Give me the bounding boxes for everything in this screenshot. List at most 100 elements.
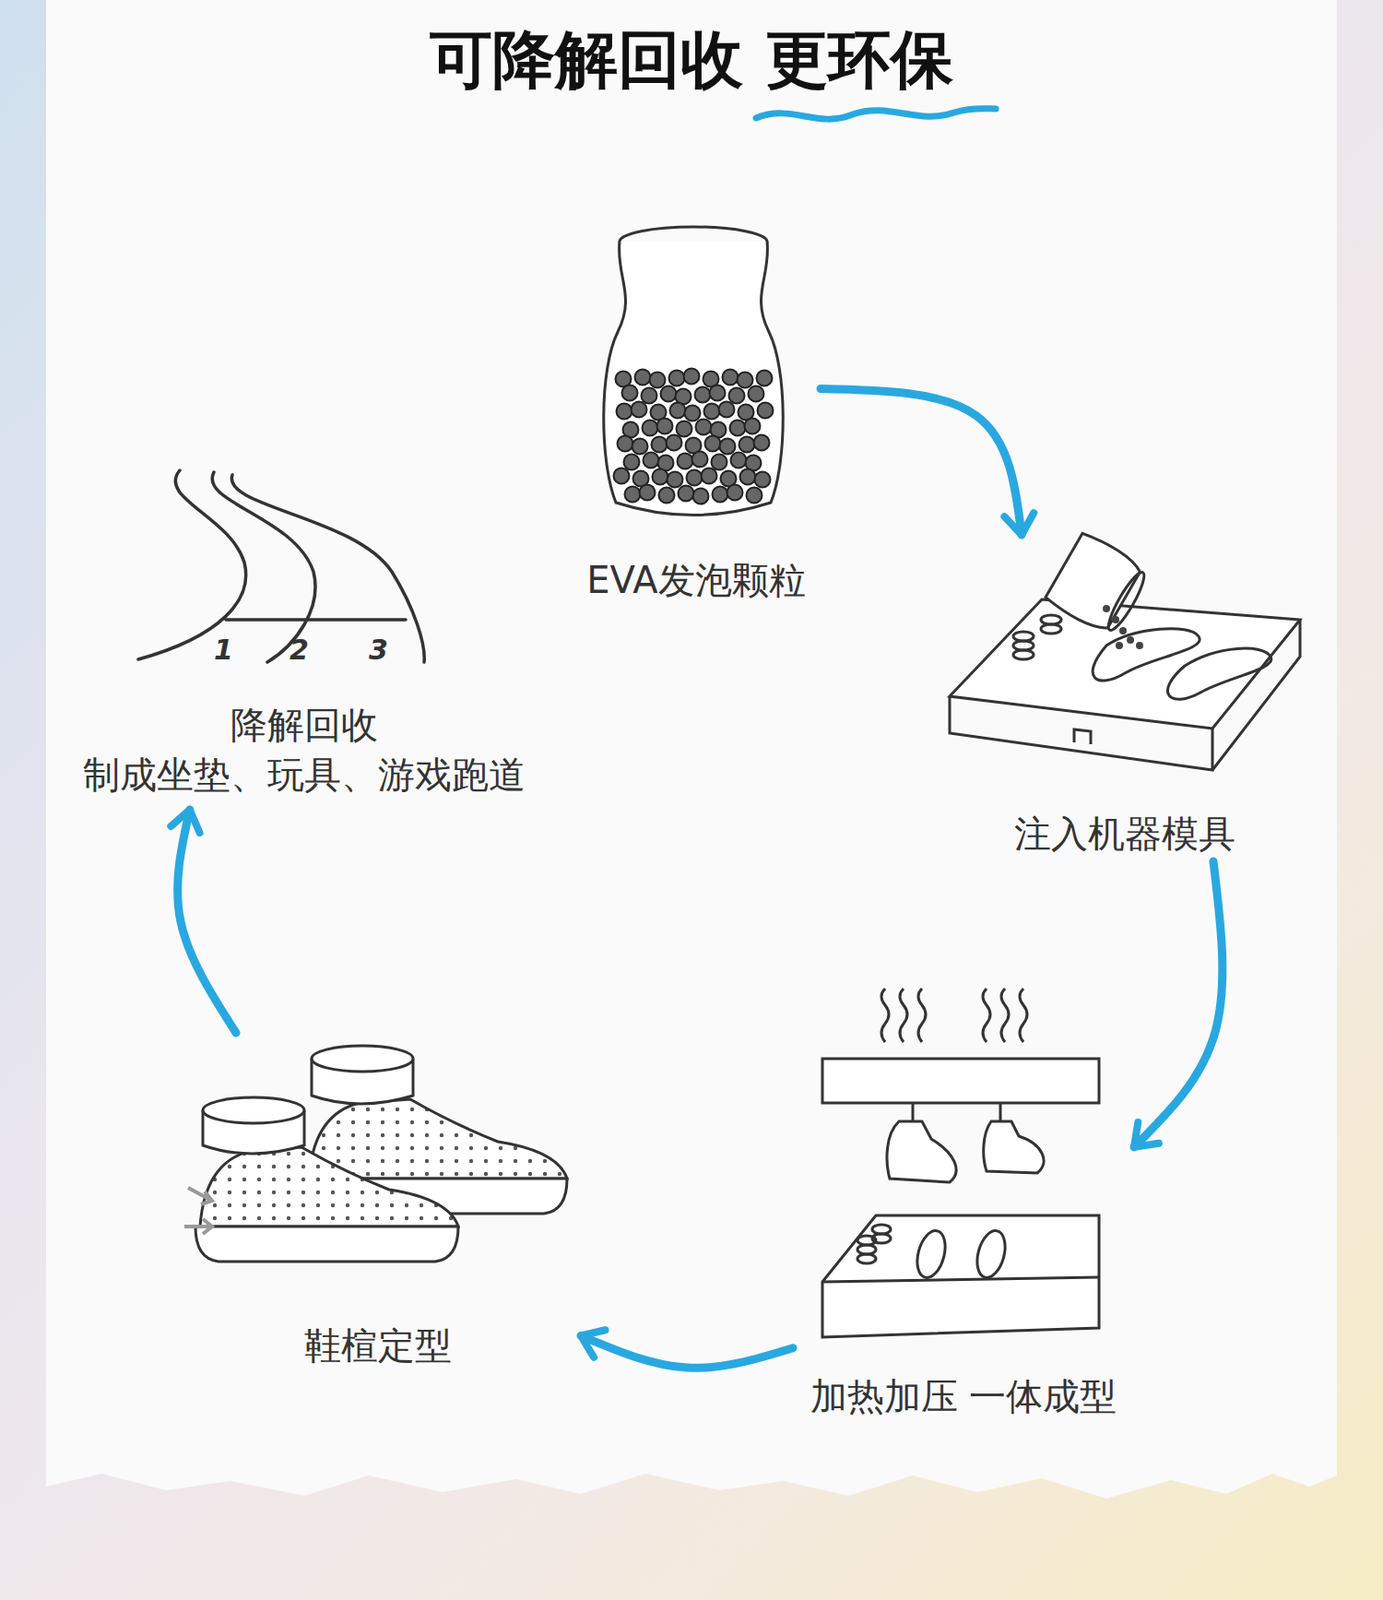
mold-icon-part bbox=[1074, 729, 1091, 745]
heat-press-icon-part bbox=[822, 1058, 1100, 1103]
jar-icon-part-part bbox=[722, 369, 739, 386]
jar-icon-part-part bbox=[709, 385, 726, 402]
jar-icon-part bbox=[603, 241, 784, 516]
paper-card-part bbox=[46, 0, 1337, 1499]
jar-icon-part-part bbox=[755, 472, 771, 488]
jar-icon-part-part bbox=[739, 437, 756, 453]
jar-icon-part-part bbox=[685, 405, 701, 422]
flow-arrow bbox=[1134, 861, 1223, 1147]
jar-icon-part-part bbox=[705, 436, 722, 452]
jar-icon-part-part bbox=[657, 418, 674, 435]
jar-icon-part-part bbox=[635, 369, 651, 386]
heat-press-icon-part bbox=[982, 988, 991, 1042]
mold-icon-part-part bbox=[1102, 604, 1111, 613]
jar-icon-part-part bbox=[616, 403, 633, 420]
mold-icon-part bbox=[1040, 624, 1062, 634]
jar-icon-part-part bbox=[677, 453, 694, 470]
jar-icon-part-part bbox=[643, 452, 660, 469]
jar-icon-part-part bbox=[695, 387, 711, 403]
track-icon-part bbox=[231, 474, 425, 662]
jar-icon-part-part bbox=[651, 437, 668, 453]
jar-icon-part-part bbox=[754, 435, 770, 451]
flow-arrow bbox=[580, 1335, 793, 1368]
shoe-last-icon-part-part bbox=[188, 1187, 213, 1205]
jar-icon-part-part bbox=[748, 386, 765, 402]
heat-press-icon-part bbox=[972, 1227, 1011, 1280]
stage-label: 鞋楦定型 bbox=[175, 1323, 581, 1368]
heat-press-icon-part bbox=[918, 988, 926, 1042]
jar-icon-part-part bbox=[622, 385, 639, 402]
mold-icon-part bbox=[1102, 604, 1144, 650]
shoe-last-icon-part bbox=[195, 1097, 459, 1262]
heat-press-icon bbox=[822, 988, 1100, 1337]
heat-press-icon-part bbox=[822, 1276, 1100, 1282]
heat-press-icon-part bbox=[983, 1121, 1044, 1173]
jar-icon-part-part bbox=[625, 486, 641, 503]
jar-icon-part-part bbox=[678, 485, 695, 502]
stage-label: 注入机器模具 bbox=[940, 811, 1310, 856]
mold-icon-part bbox=[1092, 628, 1200, 681]
stage-label: 降解回收 bbox=[55, 702, 554, 747]
jar-icon-part-part bbox=[652, 469, 669, 485]
mold-icon-part-part bbox=[1119, 626, 1127, 635]
flow-arrow bbox=[820, 389, 1022, 535]
shoe-last-icon-part bbox=[184, 1187, 213, 1234]
mold-icon-part-part bbox=[1126, 636, 1135, 644]
jar-icon-part-part bbox=[729, 388, 745, 404]
jar-icon-part-part bbox=[757, 402, 774, 419]
jar-icon-part-part bbox=[659, 487, 675, 504]
jar-icon-part-part bbox=[617, 436, 634, 452]
heat-press-icon-part bbox=[872, 1233, 891, 1243]
jar-icon-part-part bbox=[686, 470, 703, 486]
title-underline bbox=[756, 108, 996, 119]
jar-icon-part-part bbox=[737, 372, 754, 389]
jar-icon-part-part bbox=[693, 488, 710, 505]
jar-icon-part-part bbox=[632, 438, 649, 455]
track-icon bbox=[138, 470, 425, 662]
heat-press-icon-part bbox=[886, 1121, 957, 1183]
jar-icon-part-part bbox=[701, 468, 718, 485]
mold-icon-part bbox=[949, 696, 1213, 770]
jar-icon-part-part bbox=[624, 454, 640, 471]
mold-icon-part-part bbox=[1111, 615, 1120, 624]
jar-icon-part-part bbox=[756, 370, 773, 387]
jar-icon-part-part bbox=[711, 454, 728, 471]
shoe-last-icon-part-part bbox=[184, 1218, 213, 1234]
jar-icon-part-part bbox=[720, 438, 736, 455]
jar-icon-part-part bbox=[719, 401, 735, 418]
flow-arrow bbox=[177, 809, 237, 1033]
stage-label: 制成坐垫、玩具、游戏跑道 bbox=[55, 752, 554, 797]
jar-icon-part-part bbox=[650, 372, 666, 389]
jar-icon bbox=[603, 226, 784, 516]
title-underline-part bbox=[756, 108, 996, 119]
stage-node: 鞋楦定型 bbox=[175, 1032, 581, 1373]
mold-icon-part-part bbox=[1115, 641, 1123, 650]
jar-icon-part-part bbox=[727, 484, 744, 501]
jar-icon-part-part bbox=[614, 468, 630, 485]
stage-node: 加热加压 一体成型 bbox=[792, 977, 1135, 1424]
mold-icon-part-part bbox=[1103, 568, 1150, 634]
shoe-last-icon-part-part bbox=[195, 1226, 459, 1262]
jar-icon-part-part bbox=[744, 418, 761, 435]
jar-icon-part-part bbox=[642, 420, 659, 437]
shoe-last-icon-part-part bbox=[308, 1099, 568, 1179]
stage-node: EVA发泡颗粒 bbox=[571, 216, 821, 608]
shoe-last-icon-part-part bbox=[200, 1146, 459, 1227]
jar-icon-part-part bbox=[676, 421, 693, 438]
track-icon-part bbox=[225, 617, 406, 622]
jar-icon-part-part bbox=[666, 435, 683, 451]
shoe-last-icon-part-part bbox=[311, 1045, 414, 1072]
track-icon-part bbox=[212, 472, 316, 662]
jar-icon-part-part bbox=[641, 388, 658, 404]
jar-icon-part-part bbox=[670, 402, 686, 419]
stage-label: 加热加压 一体成型 bbox=[792, 1373, 1135, 1419]
stage-node: 注入机器模具 bbox=[940, 534, 1310, 862]
title: 可降解回收 更环保 bbox=[0, 25, 1383, 95]
jar-icon-part-part bbox=[684, 368, 700, 385]
jar-icon-part-part bbox=[639, 484, 656, 501]
jar-icon-part-part bbox=[740, 469, 757, 485]
mold-icon-part bbox=[1043, 531, 1153, 640]
